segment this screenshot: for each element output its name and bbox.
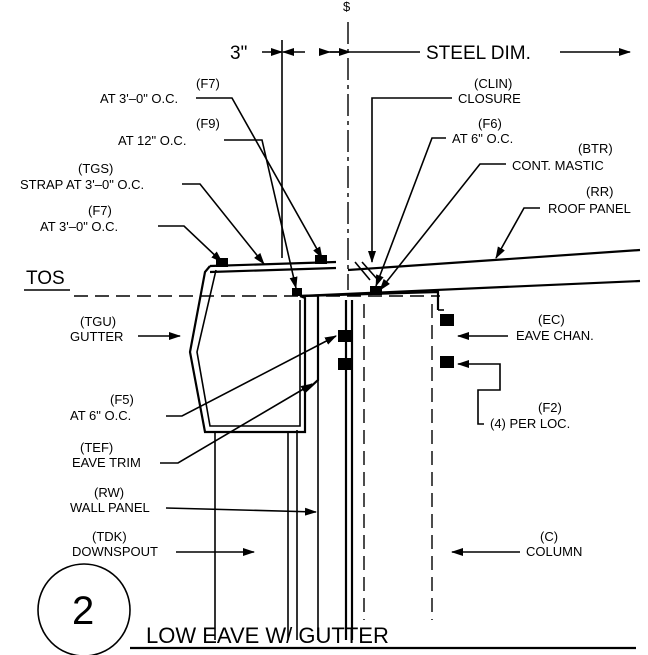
- callout-f7-low-text: AT 3'–0" O.C.: [40, 219, 118, 234]
- callout-tgs-text: STRAP AT 3'–0" O.C.: [20, 177, 144, 192]
- gutter: [188, 265, 307, 434]
- eave-trim: [304, 296, 320, 393]
- callout-f9-tag: (F9): [196, 116, 220, 131]
- detail-number: 2: [72, 589, 94, 633]
- callout-f6-tag: (F6): [478, 116, 502, 131]
- fasteners: [292, 286, 454, 370]
- callout-tef-tag: (TEF): [80, 440, 113, 455]
- callout-ec-tag: (EC): [538, 312, 565, 327]
- eave-channel: [299, 290, 444, 640]
- gutter-inner: [196, 269, 301, 427]
- callout-c-tag: (C): [540, 529, 558, 544]
- callout-f9-text: AT 12" O.C.: [118, 133, 186, 148]
- callout-clin-text: CLOSURE: [458, 91, 521, 106]
- callout-tdk-text: DOWNSPOUT: [72, 544, 158, 559]
- detail-bubble: [37, 563, 131, 655]
- callout-tdk-tag: (TDK): [92, 529, 127, 544]
- callout-btr-tag: (BTR): [578, 141, 613, 156]
- callout-tgu-text: GUTTER: [70, 329, 123, 344]
- dimension-steel-label: STEEL DIM.: [426, 43, 531, 64]
- centerline-symbol: $: [343, 0, 351, 14]
- callout-clin-tag: (CLIN): [474, 76, 512, 91]
- callout-btr-text: CONT. MASTIC: [512, 158, 604, 173]
- callout-f2-tag: (F2): [538, 400, 562, 415]
- steel-dimension: [262, 40, 631, 258]
- callout-f2-text: (4) PER LOC.: [490, 416, 570, 431]
- callout-f5-tag: (F5): [110, 392, 134, 407]
- gutter-strap: [209, 255, 337, 274]
- detail-title: LOW EAVE W/ GUTTER: [146, 623, 389, 648]
- callout-f7-top-tag: (F7): [196, 76, 220, 91]
- dimension-offset-label: 3": [230, 43, 247, 64]
- callout-c-text: COLUMN: [526, 544, 582, 559]
- callout-f6-text: AT 6" O.C.: [452, 131, 513, 146]
- callout-f7-low-tag: (F7): [88, 203, 112, 218]
- callout-rw-text: WALL PANEL: [70, 500, 150, 515]
- callout-tgu-tag: (TGU): [80, 314, 116, 329]
- callout-ec-text: EAVE CHAN.: [516, 328, 594, 343]
- callout-tgs-tag: (TGS): [78, 161, 113, 176]
- callout-tef-text: EAVE TRIM: [72, 455, 141, 470]
- callout-f5-text: AT 6" O.C.: [70, 408, 131, 423]
- callout-rw-tag: (RW): [94, 485, 124, 500]
- callout-rr-text: ROOF PANEL: [548, 201, 631, 216]
- callout-f7-top-text: AT 3'–0" O.C.: [100, 91, 178, 106]
- roof-panel: [299, 248, 641, 298]
- tos-label: TOS: [26, 268, 65, 289]
- callout-rr-tag: (RR): [586, 184, 613, 199]
